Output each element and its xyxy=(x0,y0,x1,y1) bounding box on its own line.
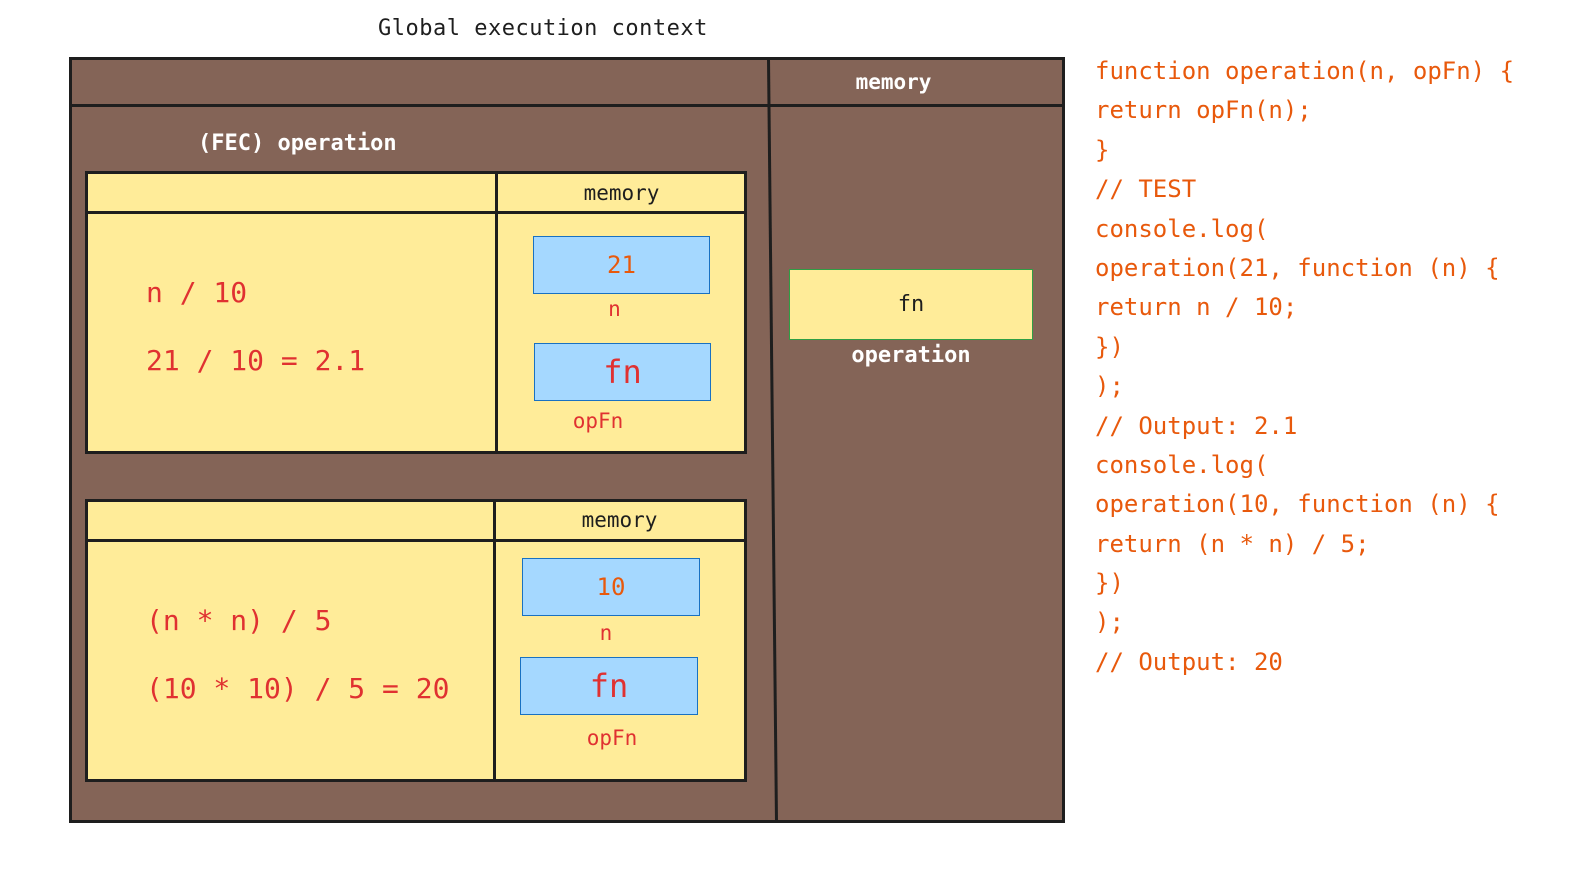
code-listing: function operation(n, opFn) { return opF… xyxy=(1095,52,1514,682)
global-memory-cell-operation: fn xyxy=(789,269,1033,340)
fec-frame-2-memory-cell-n: 10 xyxy=(522,558,700,616)
code-line: operation(10, function (n) { xyxy=(1095,490,1500,519)
global-memory-label-operation: operation xyxy=(851,343,971,368)
fec-frame-2-memory-divider xyxy=(493,502,496,780)
fec-frame-1 xyxy=(85,171,747,454)
fec-frame-1-memory-label: memory xyxy=(583,181,660,205)
memory-cell-value: 21 xyxy=(607,251,636,279)
memory-cell-value: fn xyxy=(589,667,629,705)
code-line: // Output: 2.1 xyxy=(1095,411,1298,440)
fec-frame-2-expression: (n * n) / 5 xyxy=(146,604,332,637)
fec-frame-1-expression: n / 10 xyxy=(146,276,248,309)
code-line: // Output: 20 xyxy=(1095,647,1283,676)
fec-frame-2-evaluation: (10 * 10) / 5 = 20 xyxy=(146,672,450,705)
code-line: console.log( xyxy=(1095,450,1269,479)
fec-frame-2-memory-label-n: n xyxy=(599,621,613,645)
code-line: console.log( xyxy=(1095,214,1269,243)
code-line: } xyxy=(1095,135,1110,164)
fec-frame-2-memory-label: memory xyxy=(581,508,658,532)
code-line: }) xyxy=(1095,332,1124,361)
fec-frame-1-memory-label-opfn: opFn xyxy=(572,409,624,433)
code-line: function operation(n, opFn) { xyxy=(1095,57,1515,85)
memory-cell-value: 10 xyxy=(596,573,626,601)
fec-frame-1-memory-divider xyxy=(495,174,498,454)
fec-frame-1-memory-cell-n: 21 xyxy=(533,236,710,294)
fec-frame-2-memory-cell-opfn: fn xyxy=(520,657,698,715)
fec-frame-2 xyxy=(85,499,747,782)
fec-frame-1-evaluation: 21 / 10 = 2.1 xyxy=(146,344,366,377)
fec-frame-1-memory-cell-opfn: fn xyxy=(534,343,711,401)
global-memory-label: memory xyxy=(855,70,932,94)
code-line: operation(21, function (n) { xyxy=(1095,253,1500,282)
fec-frame-1-header-divider xyxy=(87,211,745,214)
code-line: // TEST xyxy=(1095,175,1197,204)
fec-label: (FEC) operation xyxy=(198,131,397,156)
fec-frame-2-memory-label-opfn: opFn xyxy=(586,726,638,750)
code-line: return n / 10; xyxy=(1095,293,1298,322)
global-context-header-divider xyxy=(71,104,1065,107)
fec-frame-2-header-divider xyxy=(87,539,745,542)
code-line: return (n * n) / 5; xyxy=(1095,529,1370,558)
fec-frame-1-memory-label-n: n xyxy=(608,297,621,321)
code-line: }) xyxy=(1095,569,1124,598)
code-line: ); xyxy=(1095,372,1124,401)
global-context-title: Global execution context xyxy=(378,16,708,41)
code-line: return opFn(n); xyxy=(1095,96,1312,125)
global-memory-cell-value: fn xyxy=(897,292,925,317)
memory-cell-value: fn xyxy=(603,353,642,391)
code-line: ); xyxy=(1095,608,1124,637)
